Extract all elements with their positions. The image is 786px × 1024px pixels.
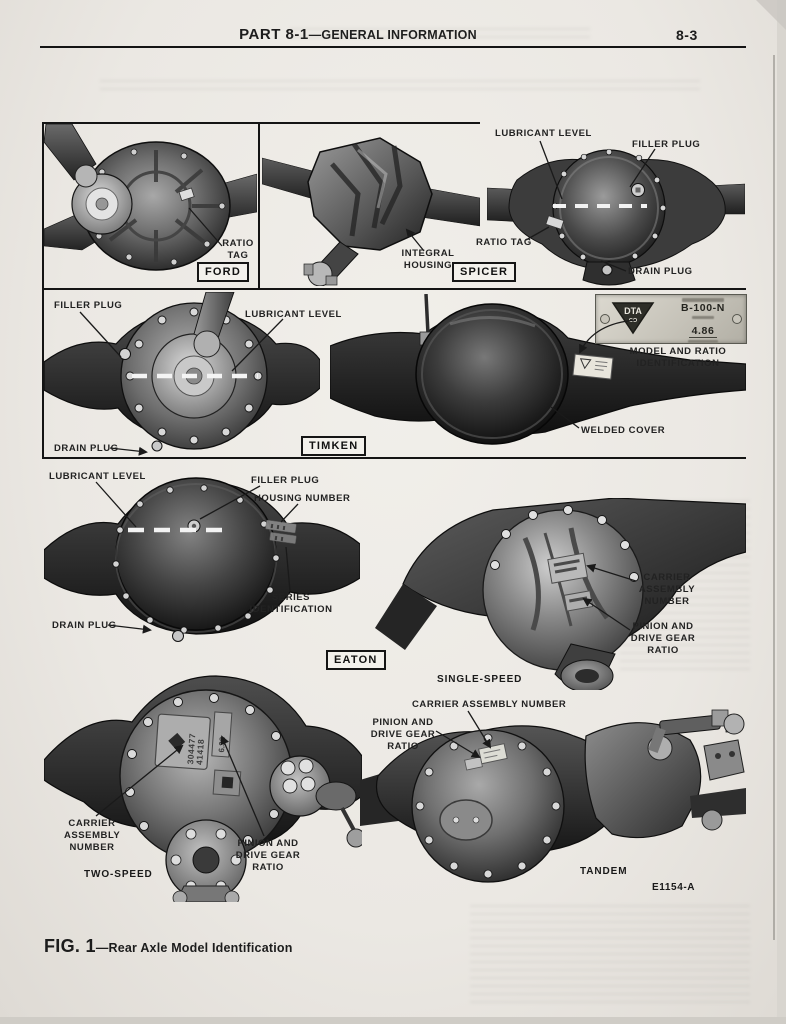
callout-lubricant-level-eaton: LUBRICANT LEVEL [49,471,146,482]
figure-border-top [42,122,480,124]
figure-title: —Rear Axle Model Identification [95,941,293,955]
callout-filler-plug-eaton: FILLER PLUG [251,475,320,486]
caption-two-speed: TWO-SPEED [84,869,153,880]
panel-divider [258,122,260,290]
callout-pinion-drive-gear-ratio-single-speed: PINION AND DRIVE GEAR RATIO [630,621,696,656]
spicer-integral-axle-illustration [262,137,480,286]
spicer-cover-axle-illustration [487,148,745,286]
header-rule [40,46,746,48]
caption-single-speed: SINGLE-SPEED [437,674,523,685]
bleed-through-smudge [470,905,750,1005]
maker-box-spicer: SPICER [452,262,517,282]
callout-pinion-drive-gear-ratio-two-speed: PINION AND DRIVE GEAR RATIO [235,838,301,873]
callout-filler-plug-timken: FILLER PLUG [54,300,123,311]
callout-housing-number: HOUSING NUMBER [254,493,351,504]
svg-text:CO: CO [629,318,638,324]
plate-model-number: B-100-N [681,302,725,314]
figure-border-left [42,122,44,459]
callout-pinion-drive-gear-ratio-tandem: PINION AND DRIVE GEAR RATIO [370,717,436,752]
callout-drain-plug-timken: DRAIN PLUG [54,443,119,454]
figure-code: E1154-A [652,882,696,893]
scan-page-edge [777,0,786,1024]
timken-welded-cover-illustration [330,294,746,445]
bleed-through-smudge [290,28,590,42]
model-ratio-plate: DTA CO B-100-N 4.86 [595,294,747,344]
svg-text:DTA: DTA [624,306,642,316]
maker-box-ford: FORD [197,262,249,282]
plate-rivet [732,314,742,324]
callout-filler-plug-spicer: FILLER PLUG [632,139,701,150]
plate-ratio-value: 4.86 [688,325,718,338]
callout-series-identification: SERIES IDENTIFICATION [249,592,333,615]
callout-lubricant-level-spicer: LUBRICANT LEVEL [495,128,592,139]
plate-small-label-smudge [692,315,714,320]
scan-edge-line [773,55,775,940]
maker-box-eaton: EATON [326,650,386,670]
dta-logo: DTA CO [611,302,655,335]
page-corner-fold [756,0,786,30]
figure-number: FIG. 1 [44,936,96,956]
figure-border-lower [42,457,746,459]
svg-text:304477: 304477 [185,733,197,765]
page-number: 8-3 [676,27,698,43]
plate-rivet [600,314,610,324]
scan-bottom-edge [0,1017,786,1024]
plate-small-label-smudge [682,297,724,302]
callout-drain-plug-eaton: DRAIN PLUG [52,620,117,631]
callout-model-ratio-identification: MODEL AND RATIO IDENTIFICATION [629,346,727,369]
callout-ratio-tag-ford: RATIO TAG [222,238,254,261]
maker-box-timken: TIMKEN [301,436,367,456]
bleed-through-smudge [100,80,700,96]
part-number: PART 8-1 [239,26,309,43]
svg-text:41418: 41418 [194,739,206,766]
callout-welded-cover: WELDED COVER [581,425,666,436]
svg-text:6.33: 6.33 [217,736,227,753]
callout-lubricant-level-timken: LUBRICANT LEVEL [245,309,342,320]
two-speed-axle-illustration: 304477 41418 6.33 [44,675,362,902]
section-title: —GENERAL INFORMATION [308,28,477,42]
figure-border-mid [42,288,746,290]
callout-ratio-tag-spicer: RATIO TAG [476,237,532,248]
callout-integral-housing: INTEGRAL HOUSING [401,248,455,271]
page-header: PART 8-1—GENERAL INFORMATION [0,26,716,44]
caption-tandem: TANDEM [580,866,628,877]
callout-carrier-assembly-number-two-speed: CARRIER ASSEMBLY NUMBER [64,818,121,853]
callout-drain-plug-spicer: DRAIN PLUG [628,266,693,277]
figure-caption: FIG. 1—Rear Axle Model Identification [44,936,293,957]
plate-small-label-smudge [688,340,718,344]
callout-carrier-assembly-number-tandem: CARRIER ASSEMBLY NUMBER [412,699,567,710]
callout-carrier-assembly-number-single-speed: CARRIER ASSEMBLY NUMBER [638,572,696,607]
